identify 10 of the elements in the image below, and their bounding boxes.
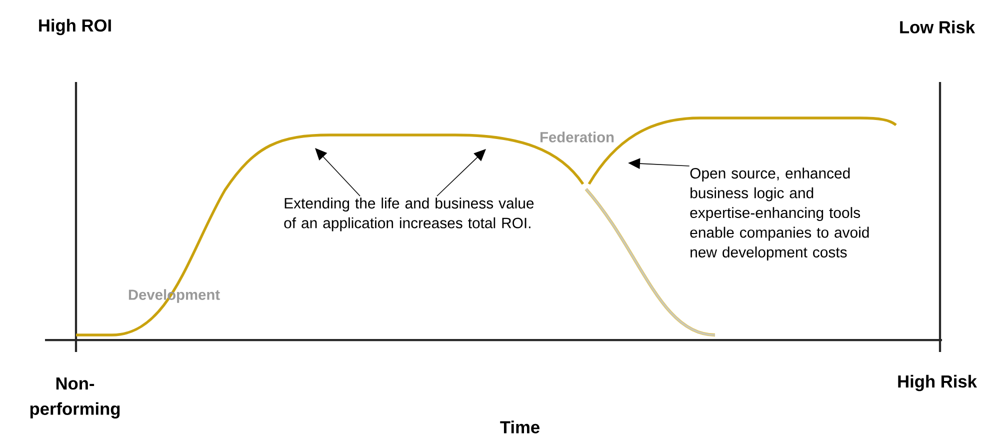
- phase-label: Federation: [540, 132, 614, 142]
- annotation-text: Open source, enhanced business logic and expertise-enhancing tools enable companies to avoid new development costs: [690, 168, 869, 260]
- axis-label: Low Risk: [900, 20, 976, 34]
- axis-label: High Risk: [898, 374, 977, 392]
- axis-title: Time: [500, 420, 540, 434]
- leader-arrow: [315, 148, 360, 196]
- axis-label: High ROI: [39, 18, 111, 36]
- annotation-text: Extending the life and business value of an application increases total ROI.: [284, 198, 534, 232]
- axis-label: Non- performing: [30, 378, 120, 418]
- leader-arrow: [436, 149, 486, 196]
